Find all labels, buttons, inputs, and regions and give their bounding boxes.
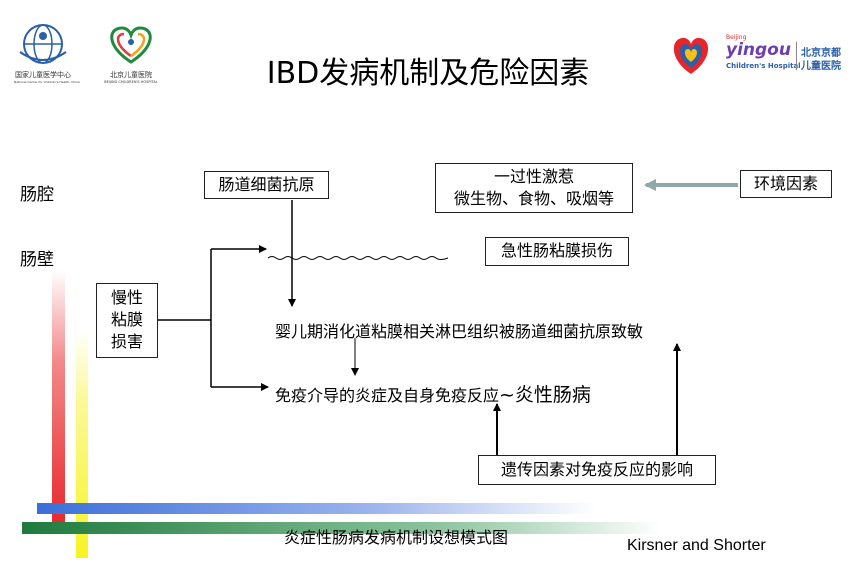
logo-yingou-brand: yingou xyxy=(726,40,791,60)
globe-emblem-icon xyxy=(19,24,67,64)
page-title: IBD发病机制及危险因素 xyxy=(266,56,590,91)
node-chronic-l1: 慢性 xyxy=(110,288,143,307)
node-environment: 环境因素 xyxy=(740,170,832,198)
node-genetic: 遗传因素对免疫反应的影响 xyxy=(478,455,716,485)
label-lumen: 肠腔 xyxy=(20,185,54,205)
logo-yingou-small: Beijing xyxy=(726,34,747,41)
node-chronic-damage: 慢性 粘膜 损害 xyxy=(96,283,158,358)
logo-bch-caption: 北京儿童医院 xyxy=(110,71,152,79)
node-acute-injury: 急性肠粘膜损伤 xyxy=(485,237,629,266)
yellow-bar xyxy=(76,330,88,558)
node-transient-line1: 一过性激惹 xyxy=(493,167,574,186)
mucosa-line xyxy=(267,256,449,260)
logo-national-caption: 国家儿童医学中心 xyxy=(15,71,71,79)
label-wall: 肠壁 xyxy=(20,250,54,270)
red-bar xyxy=(52,270,65,528)
heart-emblem-icon xyxy=(110,26,152,64)
logo-bch-sub: BEIJING CHILDREN'S HOSPITAL xyxy=(104,80,158,84)
figure-credit: Kirsner and Shorter xyxy=(627,537,766,554)
node-transient-line2: 微生物、食物、吸烟等 xyxy=(453,189,614,208)
node-transient-irritation: 一过性激惹 微生物、食物、吸烟等 xyxy=(435,163,633,213)
blue-bar xyxy=(37,503,597,514)
heart-logo-icon xyxy=(673,37,709,74)
node-chronic-l2: 粘膜 xyxy=(110,310,143,329)
green-bar xyxy=(22,522,662,534)
node-immune-suffix: ~炎性肠病 xyxy=(499,384,591,406)
logo-yingou-cn1: 北京京都 xyxy=(801,48,841,59)
logo-yingou: Beijing yingou Children's Hospital 北京京都 … xyxy=(668,32,848,78)
node-immune-prefix: 免疫介导的炎症及自身免疫反应 xyxy=(275,386,500,405)
node-immune-response: 免疫介导的炎症及自身免疫反应~炎性肠病 xyxy=(275,380,591,407)
logo-beijing-childrens: 北京儿童医院 BEIJING CHILDREN'S HOSPITAL xyxy=(96,22,166,84)
node-bacteria-antigen: 肠道细菌抗原 xyxy=(204,171,329,199)
node-sensitization: 婴儿期消化道粘膜相关淋巴组织被肠道细菌抗原致敏 xyxy=(275,322,644,341)
logo-yingou-sub: Children's Hospital xyxy=(726,62,801,70)
logo-divider xyxy=(796,42,797,70)
figure-caption: 炎症性肠病发病机制设想模式图 xyxy=(284,528,509,547)
node-chronic-l3: 损害 xyxy=(110,332,143,351)
logo-national-center: 国家儿童医学中心 National Center for Children's … xyxy=(14,22,80,84)
logo-yingou-cn2: 儿童医院 xyxy=(801,61,841,72)
logo-national-sub: National Center for Children's Health, C… xyxy=(14,80,80,84)
